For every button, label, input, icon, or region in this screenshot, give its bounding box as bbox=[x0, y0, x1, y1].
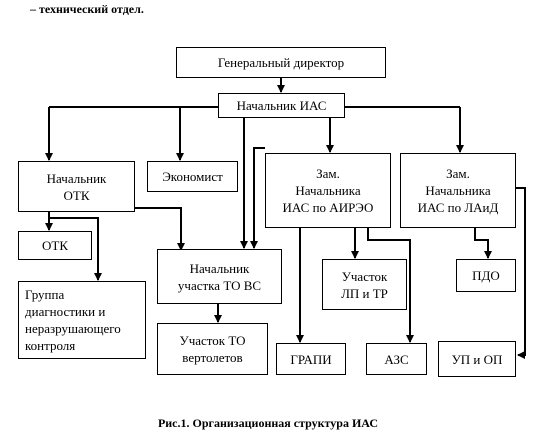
grapi-box: ГРАПИ bbox=[276, 343, 346, 375]
general-director-box: Генеральный директор bbox=[176, 47, 386, 78]
economist-box: Экономист bbox=[147, 161, 238, 192]
helicopter-section-box: Участок ТО вертолетов bbox=[157, 323, 268, 375]
link-laid-upop bbox=[515, 187, 526, 359]
pdo-box: ПДО bbox=[456, 259, 516, 292]
link-otk-head-vs bbox=[135, 207, 185, 251]
link-airo-vs-head bbox=[250, 147, 265, 249]
deputy-laid-box: Зам. Начальника ИАС по ЛАиД bbox=[400, 153, 516, 228]
vs-maintenance-head-box: Начальник участка ТО ВС bbox=[157, 249, 282, 304]
header-text: – технический отдел. bbox=[30, 2, 144, 16]
up-op-box: УП и ОП bbox=[438, 341, 516, 377]
diagnostics-group-box: Группа диагностики и неразрушающего конт… bbox=[18, 281, 146, 359]
otk-head-box: Начальник ОТК bbox=[18, 161, 135, 212]
lp-tr-section-box: Участок ЛП и ТР bbox=[322, 259, 407, 310]
figure-caption: Рис.1. Организационная структура ИАС bbox=[157, 416, 379, 430]
azs-box: АЗС bbox=[366, 343, 427, 375]
link-laid-pdo bbox=[474, 228, 492, 259]
link-airo-azs bbox=[367, 228, 414, 343]
link-otk-head-diag bbox=[49, 217, 102, 281]
ias-head-box: Начальник ИАС bbox=[218, 93, 345, 118]
otk-box: ОТК bbox=[18, 231, 92, 260]
deputy-airo-box: Зам. Начальника ИАС по АИРЭО bbox=[265, 153, 391, 228]
